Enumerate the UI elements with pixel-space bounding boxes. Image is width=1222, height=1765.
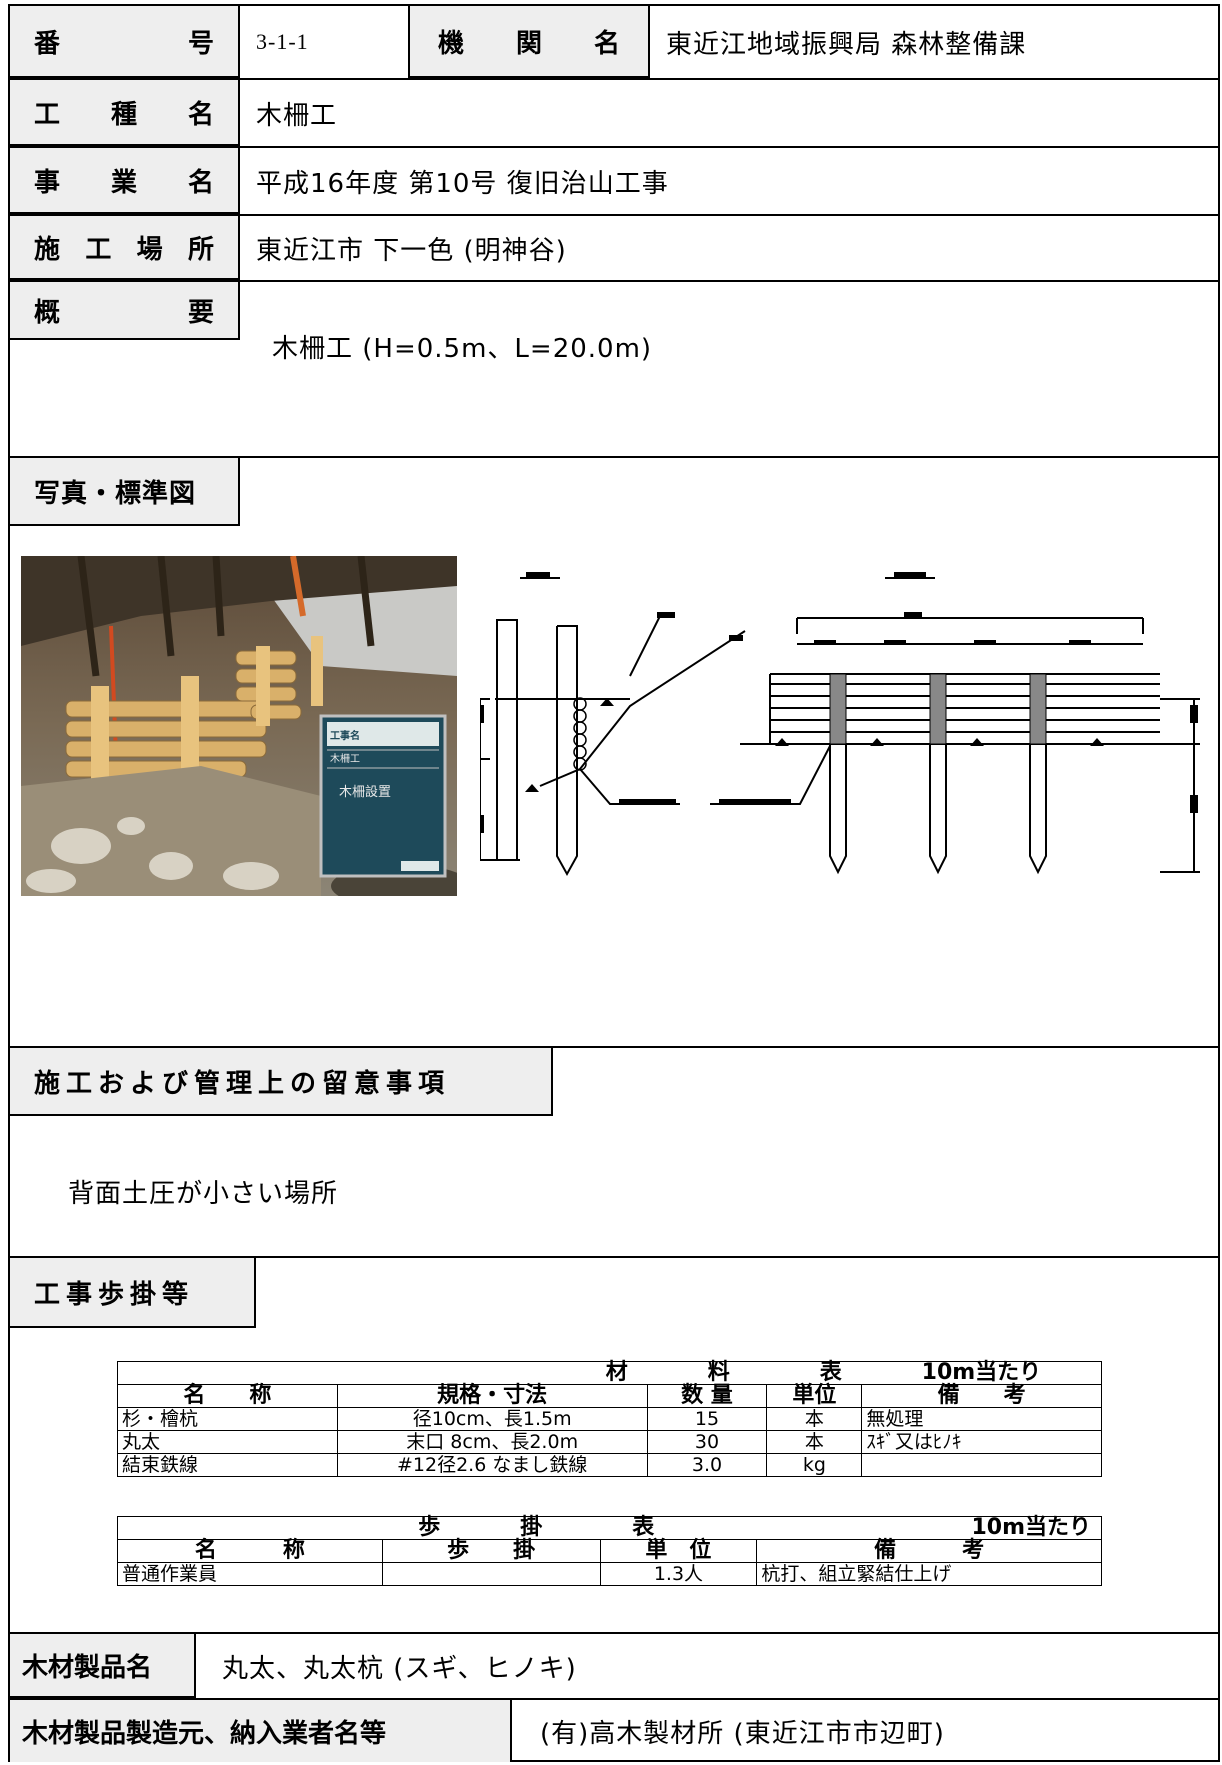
labor-table-per: 10m当たり bbox=[756, 1516, 1102, 1540]
notes-text: 背面土圧が小さい場所 bbox=[68, 1178, 339, 1209]
agency-value: 東近江地域振興局 森林整備課 bbox=[666, 29, 1027, 60]
project-value: 平成16年度 第10号 復旧治山工事 bbox=[256, 168, 669, 199]
site-value: 東近江市 下一色 (明神谷) bbox=[256, 235, 567, 266]
photo-section-title: 写真・標準図 bbox=[10, 458, 240, 526]
number-label: 番号 bbox=[10, 6, 240, 78]
labor-header-remarks: 備 考 bbox=[756, 1539, 1102, 1563]
work-type-value: 木柵工 bbox=[256, 100, 338, 131]
site-label: 施工場所 bbox=[10, 216, 240, 280]
material-table-title: 材料表 bbox=[116, 1361, 862, 1385]
site-photo: 工事名 木柵工 木柵設置 bbox=[21, 556, 457, 896]
maker-value: (有)高木製材所 (東近江市市辺町) bbox=[540, 1718, 945, 1749]
product-label: 木材製品名 bbox=[10, 1634, 196, 1698]
sign-line-2: 木柵工 bbox=[330, 752, 360, 765]
standard-drawing-svg bbox=[476, 572, 1200, 877]
material-header-spec: 規格・寸法 bbox=[336, 1384, 648, 1408]
agency-label: 機関名 bbox=[410, 6, 650, 78]
maker-label: 木材製品製造元、納入業者名等 bbox=[10, 1700, 512, 1762]
project-label: 事業名 bbox=[10, 148, 240, 214]
material-header-remarks: 備 考 bbox=[861, 1384, 1102, 1408]
number-value: 3-1-1 bbox=[256, 29, 309, 54]
sign-line-3: 木柵設置 bbox=[339, 784, 391, 800]
notes-section-title: 施工および管理上の留意事項 bbox=[10, 1048, 553, 1116]
site-photo-image: 工事名 木柵工 木柵設置 bbox=[21, 556, 457, 896]
material-header-qty: 数 量 bbox=[646, 1384, 768, 1408]
labor-header-rate: 歩 掛 bbox=[381, 1539, 601, 1563]
material-header-unit: 単位 bbox=[766, 1384, 863, 1408]
sign-line-1: 工事名 bbox=[330, 729, 360, 742]
labor-section-title: 工事歩掛等 bbox=[10, 1258, 256, 1328]
material-header-name: 名 称 bbox=[117, 1384, 338, 1408]
labor-header-name: 名 称 bbox=[117, 1539, 383, 1563]
summary-label: 概要 bbox=[10, 282, 240, 340]
work-type-label: 工種名 bbox=[10, 80, 240, 146]
record-sheet: 番号 3-1-1 機関名 東近江地域振興局 森林整備課 工種名 木柵工 事業名 … bbox=[8, 4, 1220, 1762]
standard-drawing bbox=[476, 556, 1210, 916]
labor-header-unit: 単 位 bbox=[599, 1539, 758, 1563]
summary-value: 木柵工 (H=0.5m、L=20.0m) bbox=[272, 333, 653, 364]
labor-table-title: 歩掛表 bbox=[116, 1516, 757, 1540]
material-table-per: 10m当たり bbox=[861, 1361, 1102, 1385]
product-value: 丸太、丸太杭 (スギ、ヒノキ) bbox=[222, 1653, 577, 1684]
